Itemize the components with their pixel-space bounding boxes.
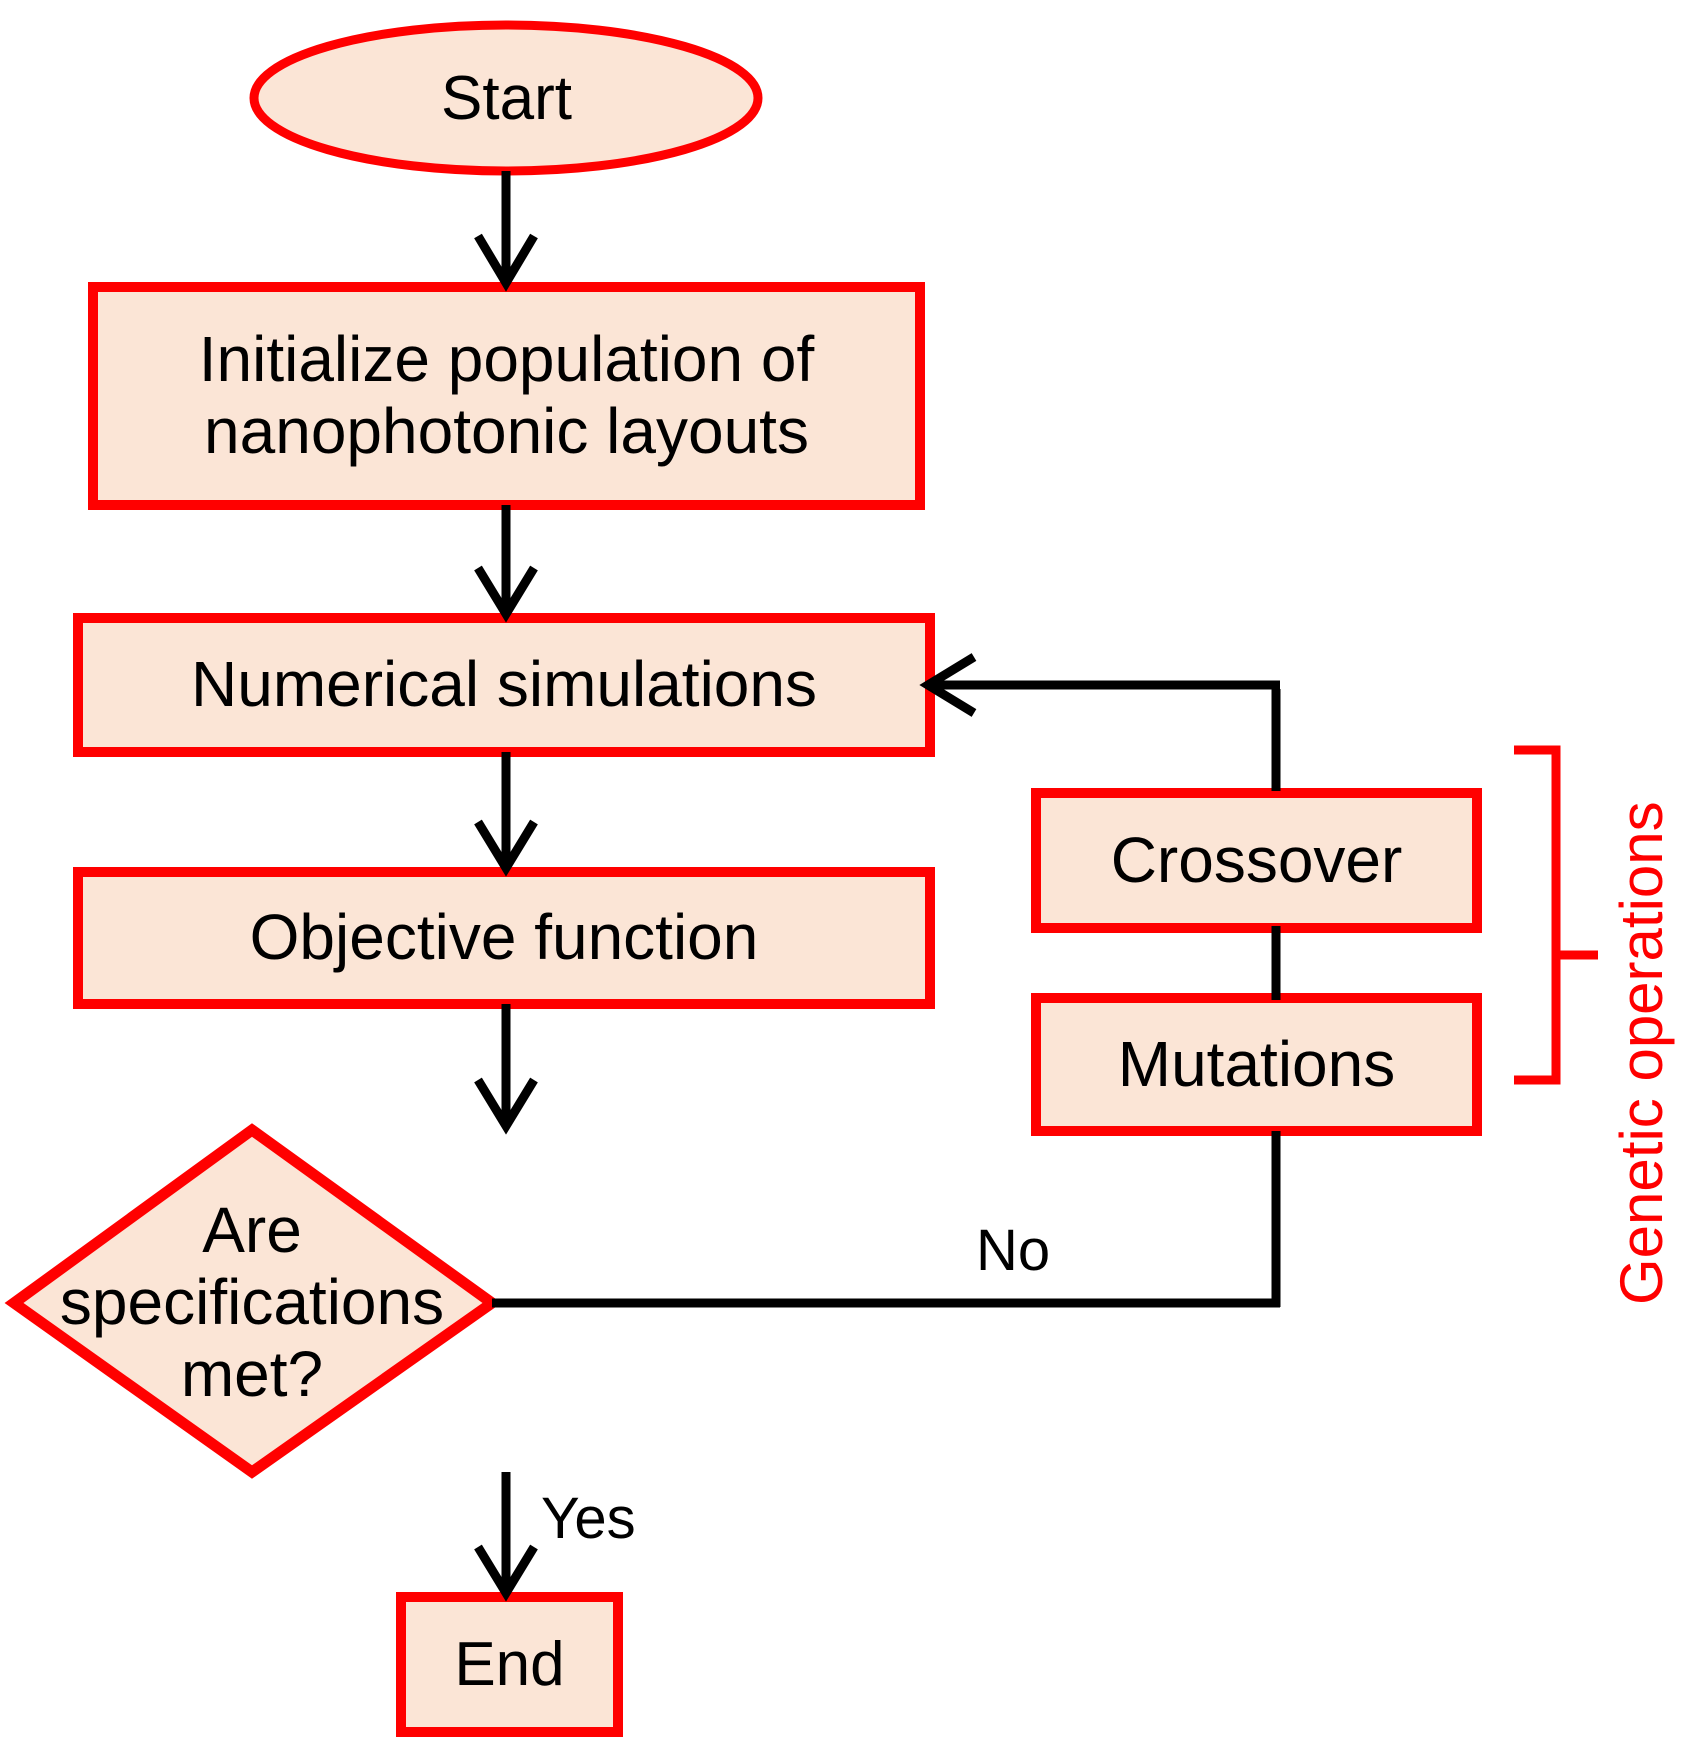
connector-objective-to-decision [474, 1004, 538, 1135]
edge-label-yes: Yes [541, 1486, 636, 1551]
objective-function-node-shape[interactable] [73, 867, 935, 1009]
crossover-node-shape[interactable] [1031, 788, 1482, 933]
genetic-operations-bracket [1514, 745, 1598, 1085]
connector-yes-branch [474, 1472, 538, 1602]
end-node-shape[interactable] [396, 1592, 623, 1737]
connector-simulations-to-objective [474, 752, 538, 877]
numerical-simulations-node-shape[interactable] [73, 613, 935, 757]
edge-label-no: No [976, 1218, 1051, 1283]
mutations-node-shape[interactable] [1031, 993, 1482, 1136]
genetic-operations-label: Genetic operations [1608, 801, 1675, 1305]
initialize-node-shape[interactable] [88, 282, 925, 510]
connector-initialize-to-simulations [474, 505, 538, 623]
connector-start-to-initialize [474, 171, 538, 292]
decision-node-shape[interactable] [4, 1123, 502, 1479]
connector-no-branch [492, 653, 1281, 1308]
start-node-shape[interactable] [249, 20, 763, 176]
